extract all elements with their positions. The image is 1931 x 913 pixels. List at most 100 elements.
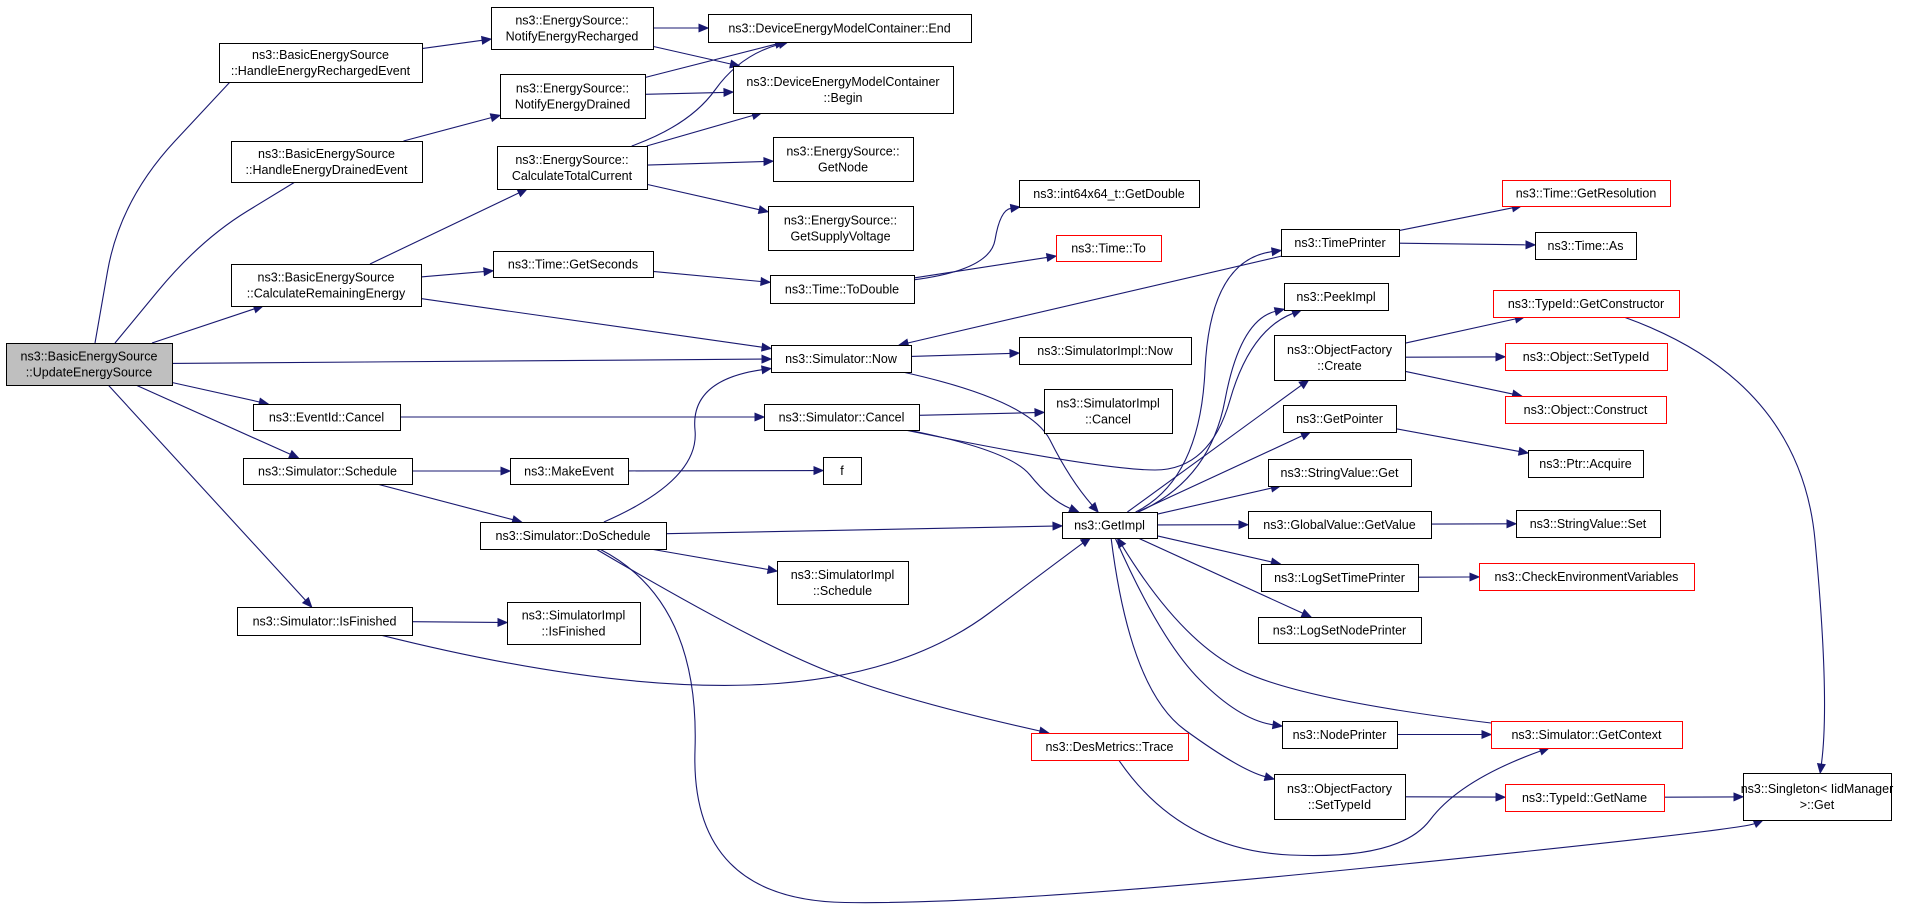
arrowhead-icon [1517, 446, 1530, 456]
node-handleDrained[interactable]: ns3::BasicEnergySource::HandleEnergyDrai… [231, 141, 423, 183]
node-checkEnvVars[interactable]: ns3::CheckEnvironmentVariables [1479, 563, 1695, 591]
node-simImplCancel[interactable]: ns3::SimulatorImpl::Cancel [1044, 389, 1173, 434]
node-box [500, 74, 646, 119]
call-edge-doSchedule-to-simImplSchedule [650, 548, 769, 571]
node-stringValueSet[interactable]: ns3::StringValue::Set [1516, 510, 1661, 538]
node-demcEnd[interactable]: ns3::DeviceEnergyModelContainer::End [708, 14, 972, 43]
node-doSchedule[interactable]: ns3::Simulator::DoSchedule [480, 522, 667, 550]
arrowhead-icon [1469, 572, 1481, 582]
node-box [1535, 232, 1637, 260]
call-edge-calcRemaining-to-simNow [420, 298, 763, 348]
node-timeToDouble[interactable]: ns3::Time::ToDouble [770, 275, 915, 304]
arrowhead-icon [763, 156, 775, 167]
arrowhead-icon [1300, 608, 1313, 618]
node-box [231, 264, 422, 307]
call-edge-root-to-simNow [171, 358, 763, 364]
node-simImplNow[interactable]: ns3::SimulatorImpl::Now [1019, 337, 1192, 365]
node-simNow[interactable]: ns3::Simulator::Now [771, 345, 912, 373]
arrowhead-icon [760, 276, 772, 287]
node-typeIdGetName[interactable]: ns3::TypeId::GetName [1505, 784, 1665, 812]
node-notifyDrained[interactable]: ns3::EnergySource::NotifyEnergyDrained [500, 74, 646, 119]
node-label: ns3::Object::SetTypeId [1523, 350, 1650, 364]
call-edge-root-to-handleRecharged [94, 81, 231, 344]
node-simCancel[interactable]: ns3::Simulator::Cancel [764, 404, 920, 431]
node-timeTo[interactable]: ns3::Time::To [1056, 235, 1162, 262]
node-label: ns3::ObjectFactory [1287, 343, 1393, 357]
node-singletonGet[interactable]: ns3::Singleton< IidManager >::Get [1741, 773, 1894, 821]
call-edge-timePrinter-to-simNow [907, 255, 1283, 344]
node-esGetSupplyVoltage[interactable]: ns3::EnergySource::GetSupplyVoltage [768, 206, 914, 251]
node-stringValueGet[interactable]: ns3::StringValue::Get [1268, 459, 1412, 487]
node-root[interactable]: ns3::BasicEnergySource::UpdateEnergySour… [6, 343, 173, 386]
node-label: ns3::BasicEnergySource [252, 48, 389, 62]
arrowhead-icon [1052, 521, 1064, 531]
node-esGetNode[interactable]: ns3::EnergySource::GetNode [773, 137, 914, 182]
node-box [6, 343, 173, 386]
node-label: ns3::StringValue::Get [1281, 466, 1399, 480]
node-ptrAcquire[interactable]: ns3::Ptr::Acquire [1528, 450, 1644, 478]
node-ofCreate[interactable]: ns3::ObjectFactory::Create [1274, 335, 1406, 381]
node-peekImpl[interactable]: ns3::PeekImpl [1284, 283, 1389, 311]
node-simImplIsFinished[interactable]: ns3::SimulatorImpl::IsFinished [507, 602, 641, 645]
node-int64GetDouble[interactable]: ns3::int64x64_t::GetDouble [1019, 180, 1200, 208]
node-calcTotalCurrent[interactable]: ns3::EnergySource::CalculateTotalCurrent [497, 146, 648, 190]
node-label: ns3::Object::Construct [1524, 403, 1648, 417]
node-getPointer[interactable]: ns3::GetPointer [1283, 405, 1397, 433]
node-label: ns3::Simulator::Now [785, 352, 898, 366]
node-ofSetTypeId[interactable]: ns3::ObjectFactory::SetTypeId [1274, 774, 1406, 820]
node-label: ::HandleEnergyDrainedEvent [246, 163, 408, 177]
node-simSchedule[interactable]: ns3::Simulator::Schedule [243, 458, 413, 485]
node-simIsFinished[interactable]: ns3::Simulator::IsFinished [237, 607, 413, 636]
node-timePrinter[interactable]: ns3::TimePrinter [1281, 229, 1400, 257]
call-edge-timeToDouble-to-timeTo [913, 256, 1048, 279]
node-eventCancel[interactable]: ns3::EventId::Cancel [253, 404, 401, 431]
node-label: ns3::SimulatorImpl [791, 568, 895, 582]
node-timeGetSeconds[interactable]: ns3::Time::GetSeconds [493, 251, 654, 278]
node-label: ns3::GetPointer [1296, 412, 1383, 426]
arrowhead-icon [1238, 520, 1250, 530]
node-objectSetTypeId[interactable]: ns3::Object::SetTypeId [1505, 343, 1668, 371]
node-makeEvent[interactable]: ns3::MakeEvent [510, 458, 629, 485]
arrowhead-icon [1088, 501, 1099, 513]
node-box [768, 206, 914, 251]
node-simImplSchedule[interactable]: ns3::SimulatorImpl::Schedule [777, 561, 909, 605]
arrowhead-icon [489, 113, 502, 123]
node-typeIdGetConstructor[interactable]: ns3::TypeId::GetConstructor [1493, 290, 1680, 318]
node-label: ::Cancel [1085, 413, 1131, 427]
node-demcBegin[interactable]: ns3::DeviceEnergyModelContainer::Begin [733, 66, 954, 114]
call-edge-getPointer-to-ptrAcquire [1395, 428, 1520, 452]
node-label: ns3::TypeId::GetConstructor [1508, 297, 1664, 311]
arrowhead-icon [1299, 431, 1312, 441]
node-nodePrinter[interactable]: ns3::NodePrinter [1282, 721, 1398, 749]
node-logSetNodePrinter[interactable]: ns3::LogSetNodePrinter [1258, 617, 1422, 644]
node-box [1248, 511, 1432, 539]
node-box [770, 275, 915, 304]
node-box [1274, 774, 1406, 820]
node-handleRecharged[interactable]: ns3::BasicEnergySource::HandleEnergyRech… [219, 43, 423, 83]
arrowhead-icon [1481, 729, 1493, 740]
node-box [1516, 510, 1661, 538]
call-edge-handleRecharged-to-notifyRecharged [421, 39, 483, 50]
node-timeGetResolution[interactable]: ns3::Time::GetResolution [1502, 180, 1671, 207]
node-globalValueGetValue[interactable]: ns3::GlobalValue::GetValue [1248, 511, 1432, 539]
node-label: ns3::Simulator::DoSchedule [496, 529, 651, 543]
node-objectConstruct[interactable]: ns3::Object::Construct [1505, 396, 1667, 424]
node-label: NotifyEnergyDrained [515, 98, 630, 112]
call-edge-timeToDouble-to-int64GetDouble [913, 207, 1012, 281]
node-simGetContext[interactable]: ns3::Simulator::GetContext [1491, 721, 1683, 749]
call-edge-doSchedule-to-singletonGet [599, 548, 1755, 904]
arrowhead-icon [1495, 792, 1507, 802]
node-box [493, 251, 654, 278]
node-getImpl[interactable]: ns3::GetImpl [1062, 512, 1158, 539]
call-edge-timeGetSeconds-to-timeToDouble [652, 270, 762, 283]
node-f[interactable]: f [823, 457, 862, 485]
node-logSetTimePrinter[interactable]: ns3::LogSetTimePrinter [1261, 564, 1419, 592]
call-edge-ofCreate-to-typeIdGetConstructor [1404, 318, 1516, 344]
node-box [1284, 283, 1389, 311]
node-calcRemaining[interactable]: ns3::BasicEnergySource::CalculateRemaini… [231, 264, 422, 307]
node-desMetricsTrace[interactable]: ns3::DesMetrics::Trace [1031, 733, 1189, 761]
node-notifyRecharged[interactable]: ns3::EnergySource::NotifyEnergyRecharged [491, 7, 654, 50]
node-timeAs[interactable]: ns3::Time::As [1535, 232, 1637, 260]
arrowhead-icon [1733, 792, 1745, 802]
call-edge-calcRemaining-to-calcTotalCurrent [369, 192, 520, 265]
